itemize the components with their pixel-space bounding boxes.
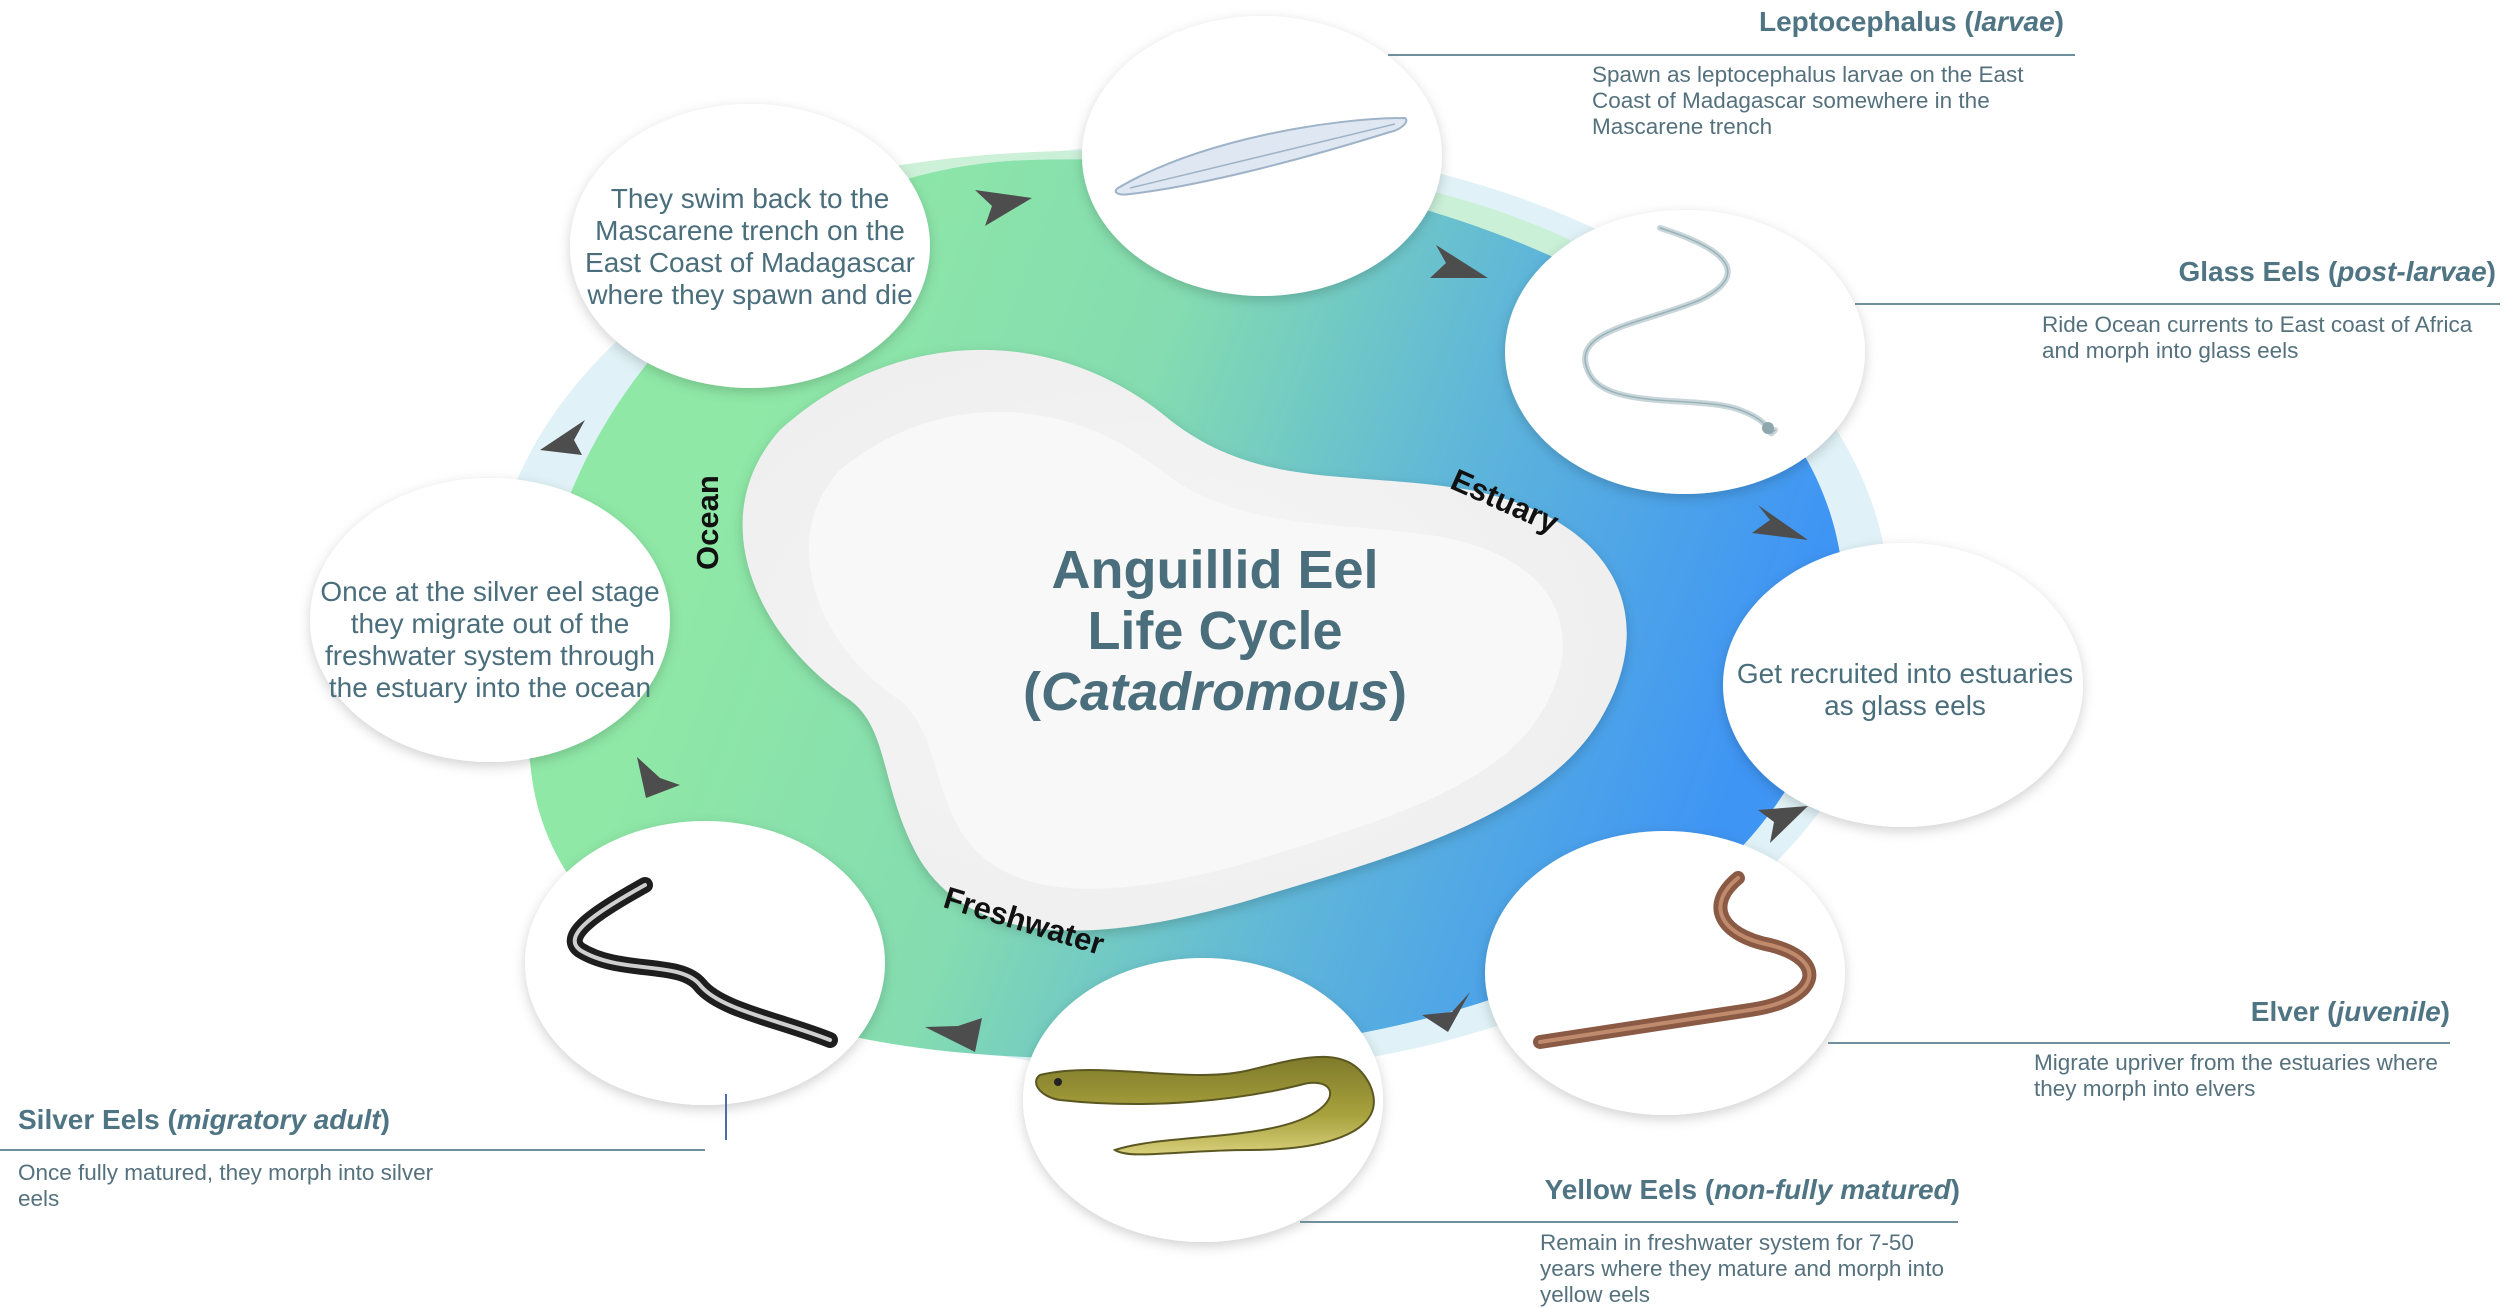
title-line-3: (Catadromous) xyxy=(880,662,1550,723)
stage-title-silver: Silver Eels (migratory adult) xyxy=(18,1104,390,1136)
stage-desc-leptocephalus: Spawn as leptocephalus larvae on the Eas… xyxy=(1592,62,2077,140)
circle-elver xyxy=(1485,831,1845,1115)
stage-title-leptocephalus: Leptocephalus (larvae) xyxy=(1759,6,2064,38)
bubble-recruited-text: Get recruited into estuaries as glass ee… xyxy=(1735,655,2075,725)
stage-desc-silver: Once fully matured, they morph into silv… xyxy=(18,1160,448,1212)
stage-desc-glass: Ride Ocean currents to East coast of Afr… xyxy=(2042,312,2497,364)
zone-label-ocean: Ocean xyxy=(690,475,726,570)
title-line-1: Anguillid Eel xyxy=(880,540,1550,601)
stage-title-glass: Glass Eels (post-larvae) xyxy=(2179,256,2497,288)
circle-silver-eel xyxy=(525,821,885,1105)
stage-desc-elver: Migrate upriver from the estuaries where… xyxy=(2034,1050,2454,1102)
title-line-2: Life Cycle xyxy=(880,601,1550,662)
stage-desc-yellow: Remain in freshwater system for 7-50 yea… xyxy=(1540,1230,1965,1308)
diagram-title: Anguillid Eel Life Cycle (Catadromous) xyxy=(880,540,1550,723)
stage-title-yellow: Yellow Eels (non-fully matured) xyxy=(1545,1174,1960,1206)
bubble-migrate-out-text: Once at the silver eel stage they migrat… xyxy=(320,545,660,735)
circle-glass-eel xyxy=(1505,210,1865,494)
stage-title-elver: Elver (juvenile) xyxy=(2251,996,2450,1028)
bubble-swim-back-text: They swim back to the Mascarene trench o… xyxy=(585,172,915,322)
